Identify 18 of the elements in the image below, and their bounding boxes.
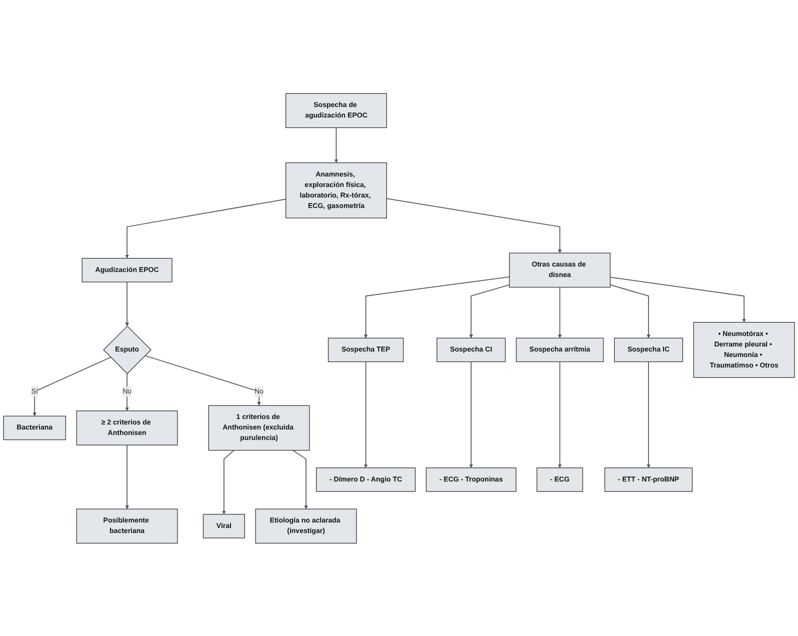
arrow xyxy=(469,284,510,338)
arrow xyxy=(610,284,650,338)
arrow xyxy=(125,444,129,509)
arrow xyxy=(292,450,308,509)
arrow xyxy=(334,126,338,163)
arrow xyxy=(32,356,112,416)
arrow xyxy=(222,450,234,514)
arrow xyxy=(558,286,562,338)
arrow xyxy=(386,198,562,253)
arrow xyxy=(125,281,129,326)
arrow xyxy=(125,198,286,258)
arrow xyxy=(646,360,650,468)
arrow xyxy=(558,360,562,468)
arrow xyxy=(469,360,474,468)
arrow xyxy=(144,354,261,406)
arrow xyxy=(364,276,510,338)
arrow xyxy=(610,276,746,322)
arrow xyxy=(364,360,368,468)
